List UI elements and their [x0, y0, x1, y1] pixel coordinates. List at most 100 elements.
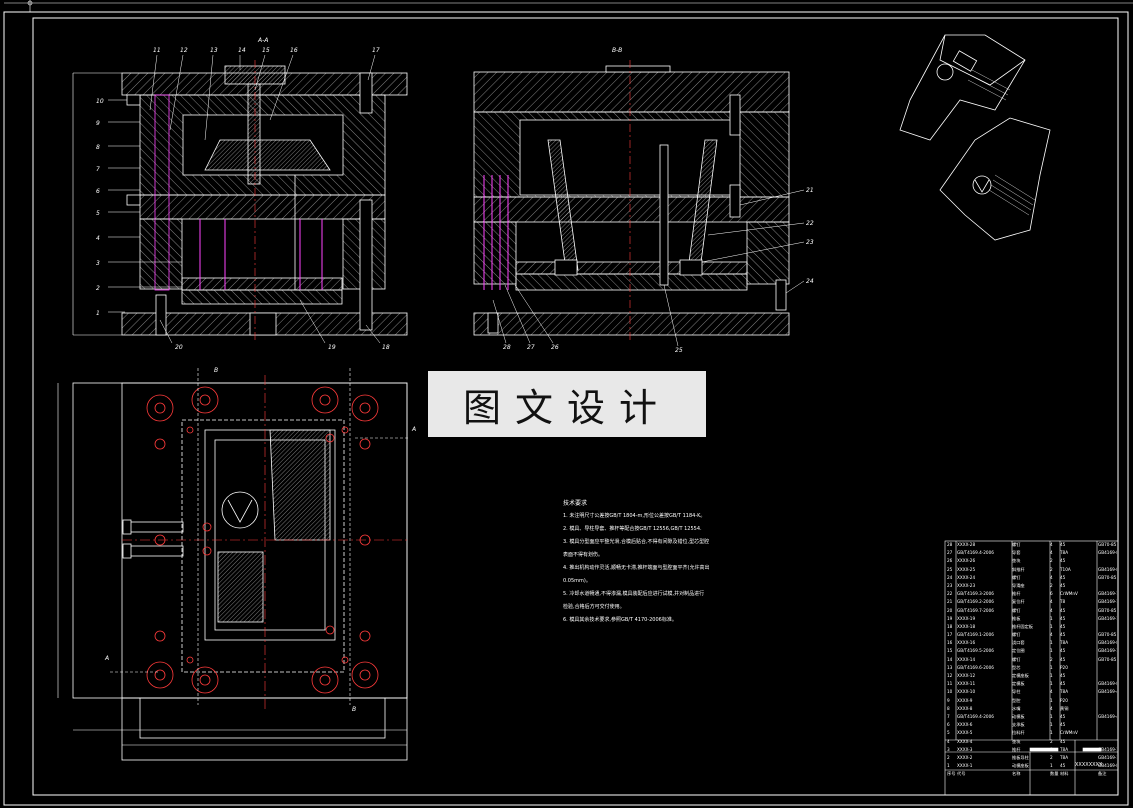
table-cell — [1098, 697, 1117, 705]
table-cell: 4 — [1050, 689, 1053, 695]
table-cell: 45 — [1060, 615, 1066, 621]
table-cell: 螺钉 — [1012, 632, 1021, 638]
callout-26: 26 — [551, 344, 559, 351]
table-cell: P20 — [1060, 697, 1068, 703]
table-cell: T8A — [1060, 754, 1069, 760]
table-cell: 16 — [947, 640, 953, 646]
section-bb-view — [473, 60, 790, 340]
table-cell: 2 — [1050, 754, 1053, 760]
plan-view — [57, 368, 410, 761]
callout-21: 21 — [806, 187, 814, 194]
callout-13: 13 — [210, 47, 218, 54]
table-cell: 22 — [947, 591, 953, 597]
table-cell: 6 — [1050, 591, 1053, 597]
table-cell: GB70-85 — [1098, 656, 1117, 662]
table-cell: XXXX-2 — [957, 754, 973, 760]
table-cell: 定模板 — [1012, 681, 1025, 687]
callout-9: 9 — [96, 120, 100, 127]
table-cell: 动模座板 — [1012, 763, 1029, 769]
callout-19: 19 — [328, 344, 336, 351]
table-cell: XXXX-3 — [957, 746, 973, 752]
table-cell: 序号 — [947, 771, 956, 777]
table-cell: 动模板 — [1012, 713, 1025, 719]
table-cell: 45 — [1060, 607, 1066, 613]
table-cell: 水嘴 — [1012, 705, 1021, 711]
note-line: 检验,合格后方可交付使用。 — [563, 604, 625, 610]
table-cell: 定位圈 — [1012, 648, 1025, 654]
note-line: 6. 模具其余技术要求,参照GB/T 4170-2006标准。 — [563, 617, 677, 623]
note-line: 4. 推出机构动作灵活,顺畅无卡滞,推杆端面与型腔面平齐(允许高出 — [563, 565, 710, 571]
table-cell: GB4169-84 — [1098, 550, 1117, 556]
note-line: 5. 冷却水道畅通,不得渗漏,模具装配后应进行试模,并对制品进行 — [563, 591, 705, 597]
table-cell: GB/T4169.2-2006 — [957, 599, 994, 605]
callout-3: 3 — [96, 260, 100, 267]
callout-17: 17 — [372, 47, 380, 54]
table-cell: XXXX-6 — [957, 722, 973, 728]
technical-requirements: 技术要求 1. 未注明尺寸公差按GB/T 1804-m,形位公差按GB/T 11… — [563, 497, 713, 627]
table-cell: GB4169-1 — [1098, 754, 1117, 760]
note-line: 表面不得有划伤。 — [563, 552, 604, 558]
aa-callouts: A-A 11 12 13 14 15 16 17 10 9 8 7 6 5 4 … — [96, 37, 390, 351]
table-cell: GB4169-4 — [1098, 713, 1117, 719]
table-cell: GB/T4169.1-2006 — [957, 632, 994, 638]
table-cell: 2 — [1050, 566, 1053, 572]
table-cell: GB4169-1 — [1098, 591, 1117, 597]
table-cell: 20 — [947, 607, 953, 613]
table-cell: 3 — [947, 746, 950, 752]
callout-11: 11 — [153, 47, 161, 54]
table-cell — [1098, 721, 1117, 729]
table-cell: 螺钉 — [1012, 574, 1021, 580]
aa-leaders — [149, 54, 381, 344]
table-cell: XXXX-9 — [957, 697, 973, 703]
table-cell: 复位杆 — [1012, 599, 1025, 605]
table-cell: 推杆 — [1012, 591, 1021, 597]
table-cell: 导套 — [1012, 550, 1021, 556]
table-cell: 4 — [1050, 599, 1053, 605]
table-cell: GB4169-1 — [1098, 746, 1117, 752]
table-cell: 2 — [1050, 582, 1053, 588]
table-cell: 推板导柱 — [1012, 754, 1029, 760]
table-cell: 4 — [947, 738, 950, 744]
table-cell: GB4169-18 — [1098, 648, 1117, 654]
table-cell: 导滑座 — [1012, 582, 1025, 588]
table-cell: GB70-85 — [1098, 607, 1117, 613]
section-label-bb: B-B — [612, 47, 622, 54]
table-cell: 45 — [1060, 713, 1066, 719]
table-cell: 19 — [947, 615, 953, 621]
cut-label-b-bottom: B — [352, 706, 356, 713]
table-cell: 25 — [947, 566, 953, 572]
table-cell: 45 — [1060, 582, 1066, 588]
table-cell: 7 — [947, 713, 950, 719]
table-cell: CrWMnV — [1060, 591, 1078, 597]
sheet-frame — [3, 0, 1133, 806]
callout-27: 27 — [527, 344, 535, 351]
table-cell: 支承板 — [1012, 722, 1025, 728]
callout-15: 15 — [262, 47, 270, 54]
table-cell: 45 — [1060, 656, 1066, 662]
table-cell: XXXX-10 — [957, 689, 976, 695]
callout-5: 5 — [96, 210, 100, 217]
table-cell: 1 — [1050, 722, 1053, 728]
table-cell: XXXX-11 — [957, 681, 976, 687]
table-cell: 1 — [1050, 640, 1053, 646]
table-cell: 45 — [1060, 722, 1066, 728]
table-cell: XXXX-26 — [957, 558, 976, 564]
table-cell — [1098, 623, 1117, 631]
table-cell: GB/T4169.3-2006 — [957, 591, 994, 597]
table-cell: 26 — [947, 558, 953, 564]
table-cell: T8A — [1060, 640, 1069, 646]
table-cell: XXXX-1 — [957, 763, 973, 769]
callout-22: 22 — [806, 220, 814, 227]
table-cell: 斜推杆 — [1012, 566, 1025, 572]
callout-16: 16 — [290, 47, 298, 54]
